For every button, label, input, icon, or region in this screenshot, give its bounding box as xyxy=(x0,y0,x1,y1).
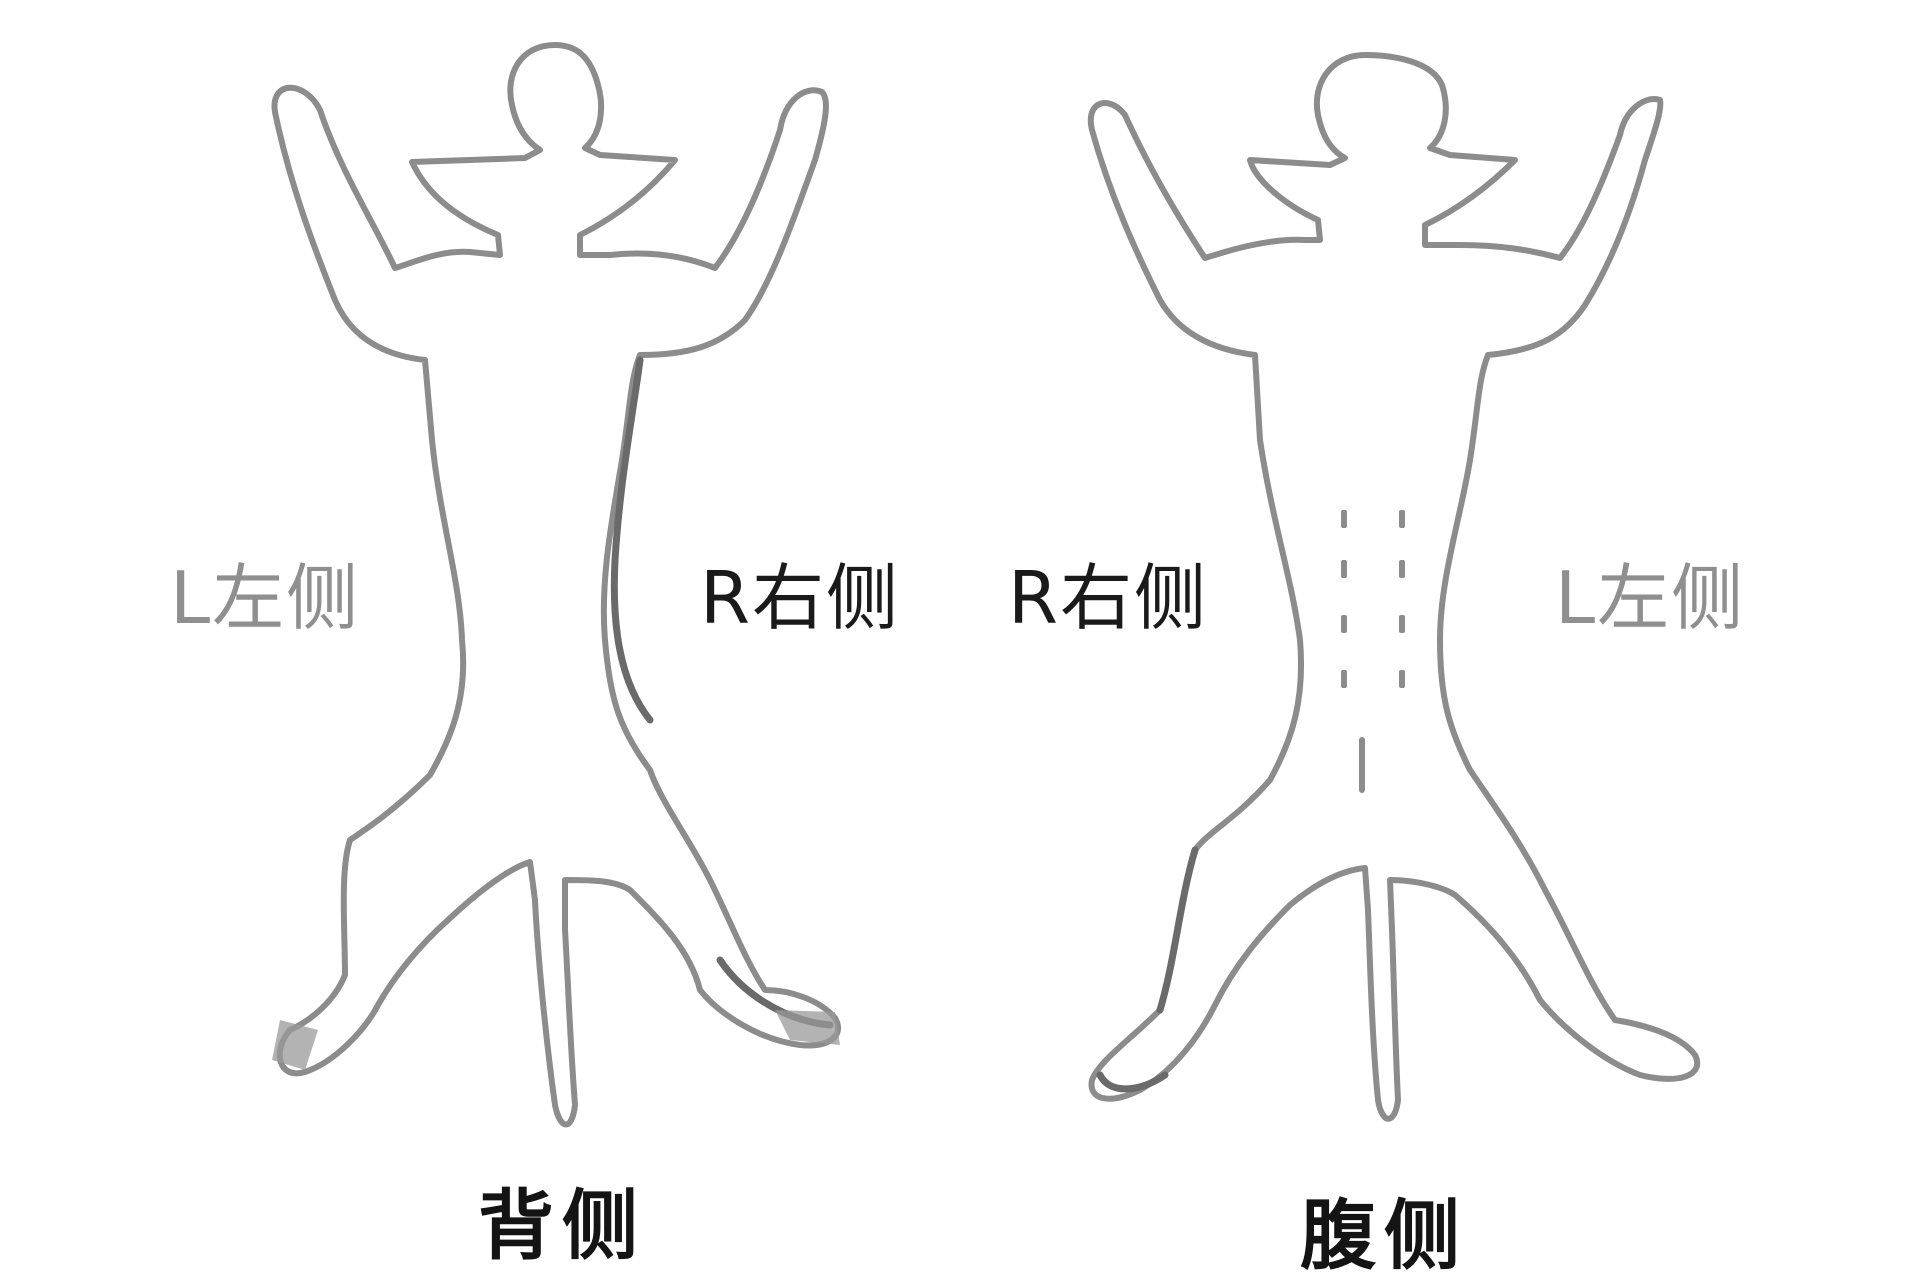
teat-right-2 xyxy=(1399,560,1405,578)
dorsal-animal-figure xyxy=(271,42,842,1128)
dorsal-right-side-label: R右侧 xyxy=(700,556,901,640)
dorsal-left-foot-smudge xyxy=(272,1020,318,1070)
teat-right-4 xyxy=(1399,670,1405,688)
ventral-right-side-label: R右侧 xyxy=(1008,556,1209,640)
dorsal-view-caption: 背侧 xyxy=(478,1181,646,1270)
dorsal-body-outline xyxy=(271,42,842,1128)
ventral-view-caption: 腹侧 xyxy=(1300,1191,1468,1280)
dorsal-right-foot-smudge xyxy=(775,1010,840,1045)
ventral-left-leg-shade xyxy=(1156,846,1199,1014)
ventral-left-side-label: L左侧 xyxy=(1555,556,1746,640)
teat-left-4 xyxy=(1341,670,1347,688)
teat-right-3 xyxy=(1399,615,1405,633)
dorsal-left-side-label: L左侧 xyxy=(170,556,361,640)
teat-left-3 xyxy=(1341,615,1347,633)
ventral-left-foot-shade xyxy=(1096,1071,1169,1093)
ventral-animal-figure xyxy=(1087,52,1700,1122)
ventral-body-outline xyxy=(1087,52,1700,1122)
teat-right-1 xyxy=(1399,510,1405,528)
teat-left-2 xyxy=(1341,560,1347,578)
dorsal-right-flank-shade xyxy=(610,356,654,724)
teat-left-1 xyxy=(1341,510,1347,528)
